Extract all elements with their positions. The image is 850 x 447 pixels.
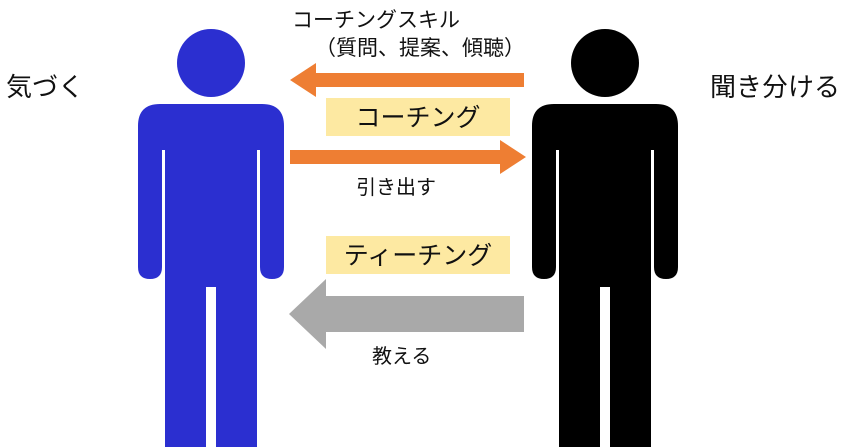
left-person-label: 気づく [6, 73, 85, 103]
left-person-head [177, 29, 245, 97]
right-person-body [532, 104, 678, 447]
coaching-skill-title: コーチングスキル [292, 8, 460, 32]
left-person-body [138, 104, 284, 447]
draw-out-label: 引き出す [356, 175, 436, 199]
teach-label: 教える [372, 344, 432, 368]
coaching-label: コーチング [355, 102, 481, 132]
teaching-label-box: ティーチング [326, 236, 510, 274]
teach-arrow [289, 279, 524, 349]
draw-out-arrow [290, 140, 526, 174]
coaching-label-box: コーチング [326, 98, 510, 136]
coaching-skill-arrow [290, 63, 524, 97]
right-person-figure [532, 29, 678, 447]
teaching-label: ティーチング [343, 240, 493, 270]
right-person-head [571, 29, 639, 97]
coaching-skill-detail: （質問、提案、傾聴） [315, 36, 525, 60]
right-person-label: 聞き分ける [710, 73, 841, 103]
left-person-figure [138, 29, 284, 447]
